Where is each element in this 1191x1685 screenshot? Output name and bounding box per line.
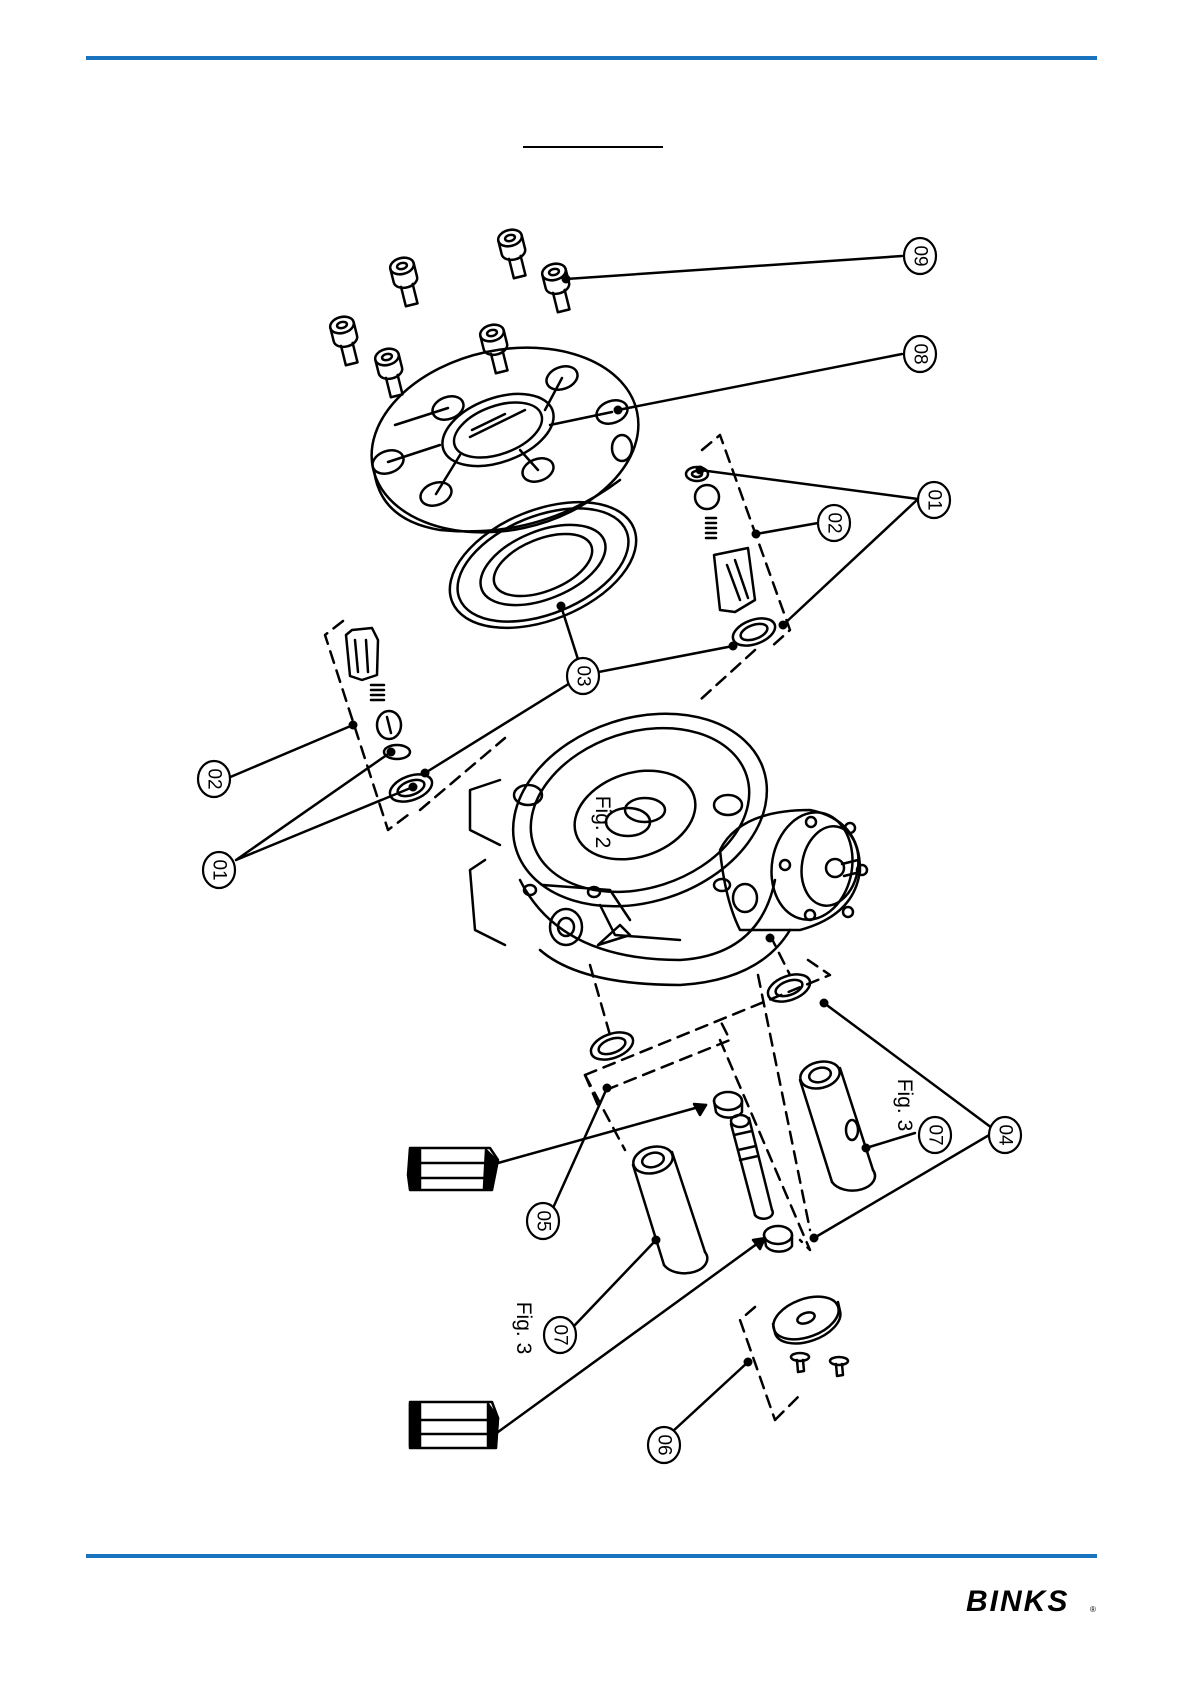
leader-02-left: [228, 725, 353, 778]
callout-01-left: 01: [203, 852, 235, 888]
svg-text:05: 05: [533, 1210, 554, 1231]
leader-dot: [557, 602, 566, 611]
leader-dot: [349, 721, 358, 730]
leader-dot: [744, 1358, 753, 1367]
callout-06: 06: [648, 1427, 680, 1463]
fig-2-label: Fig. 2: [591, 796, 614, 849]
callout-02-right: 02: [818, 505, 850, 541]
leader-dot: [862, 1144, 871, 1153]
callout-02-left: 02: [198, 761, 230, 797]
svg-text:07: 07: [550, 1324, 571, 1345]
leader-09: [566, 256, 902, 279]
dashed-boundary-05: [585, 1020, 810, 1250]
fig-3-label-right: Fig. 3: [893, 1079, 916, 1132]
leader-dot: [820, 999, 829, 1008]
arrowhead: [753, 1238, 765, 1249]
leader-dot: [810, 1234, 819, 1243]
leader-07-left: [574, 1240, 656, 1326]
foot-plate: [768, 1289, 845, 1348]
leader-dot: [421, 769, 430, 778]
leader-dot: [779, 621, 788, 630]
diaphragm: [432, 477, 655, 652]
svg-text:09: 09: [910, 245, 931, 266]
pump-rod: [731, 1115, 773, 1219]
seal-section-upper: [408, 1148, 498, 1190]
bolt: [496, 227, 531, 279]
leader-dot: [729, 642, 738, 651]
bolt: [540, 261, 575, 313]
callout-01-right: 01: [918, 482, 950, 518]
leader-dot: [603, 1084, 612, 1093]
bolt: [328, 314, 363, 366]
leader-06: [672, 1362, 748, 1432]
logo-registered-mark: ®: [1090, 1605, 1096, 1614]
seal-section-lower: [410, 1402, 498, 1448]
bolt: [388, 255, 423, 307]
leader-08: [618, 354, 902, 410]
leader-dot: [409, 783, 418, 792]
svg-text:01: 01: [209, 859, 230, 880]
callout-09: 09: [904, 238, 936, 274]
arrowhead: [694, 1104, 706, 1115]
leader-dot: [562, 275, 571, 284]
foot-screw: [791, 1353, 848, 1376]
leader-05: [553, 1088, 607, 1208]
binks-logo: BINKS ®: [966, 1584, 1096, 1614]
leader-07-right: [866, 1133, 915, 1148]
svg-text:03: 03: [573, 665, 594, 686]
callout-04: 04: [989, 1117, 1021, 1153]
callout-07-left: 07: [544, 1317, 576, 1353]
seal-cup-upper: [714, 1092, 742, 1118]
fig-3-label-left: Fig. 3: [512, 1302, 535, 1355]
leader-dot: [614, 406, 623, 415]
leader-01-left: [236, 752, 413, 860]
seal-cup-lower: [764, 1226, 792, 1252]
svg-text:07: 07: [925, 1124, 946, 1145]
svg-text:06: 06: [654, 1434, 675, 1455]
seal-left-lower: [587, 1027, 637, 1065]
leader-01-right: [700, 470, 918, 625]
leader-dot: [766, 934, 775, 943]
callout-07-right: 07: [919, 1117, 951, 1153]
svg-text:02: 02: [824, 512, 845, 533]
logo-wordmark: BINKS: [966, 1585, 1069, 1614]
leader-dot: [652, 1236, 661, 1245]
svg-text:01: 01: [924, 489, 945, 510]
cylinder-right: [797, 1058, 875, 1191]
svg-text:04: 04: [995, 1124, 1016, 1146]
bottom-rule: [86, 1554, 1097, 1558]
leader-dot: [752, 530, 761, 539]
check-valve-left: [346, 628, 436, 807]
callout-03: 03: [567, 658, 599, 694]
pump-body: [470, 682, 792, 985]
svg-text:08: 08: [910, 343, 931, 364]
leader-seal-upper: [498, 1105, 706, 1163]
bolt: [373, 346, 408, 398]
leader-dot: [696, 466, 705, 475]
svg-text:02: 02: [204, 768, 225, 789]
callout-05: 05: [527, 1203, 559, 1239]
callout-08: 08: [904, 336, 936, 372]
leader-02-right: [756, 523, 818, 534]
leader-dot: [387, 748, 396, 757]
check-valve-right: [686, 467, 779, 651]
air-valve-housing: [720, 806, 867, 930]
